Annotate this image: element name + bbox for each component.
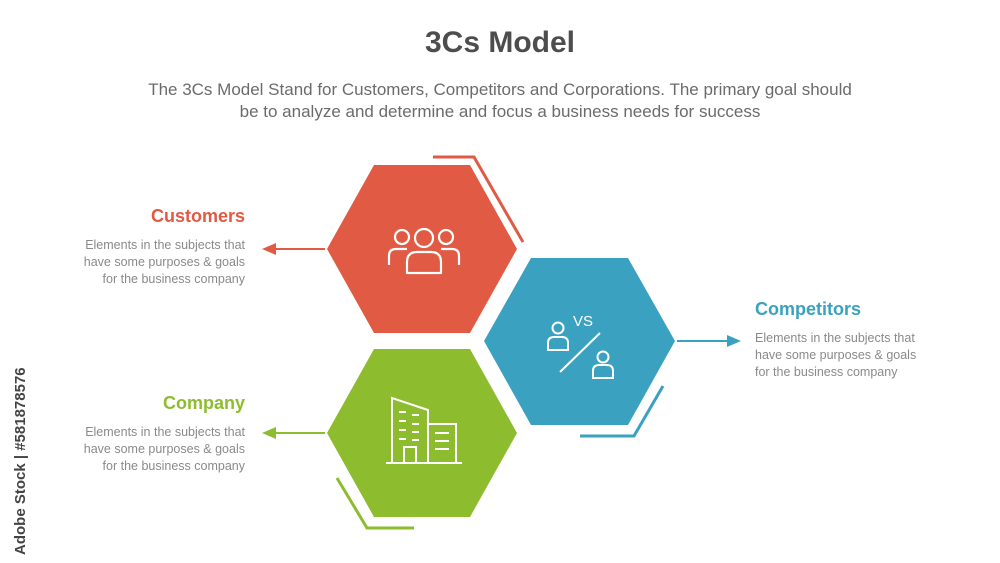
building-icon xyxy=(386,396,462,464)
competitors-arrow xyxy=(677,335,741,347)
company-description: Elements in the subjects that have some … xyxy=(40,424,245,475)
company-desc-line-1: Elements in the subjects that xyxy=(85,425,245,439)
company-title: Company xyxy=(162,393,245,413)
subtitle-line-2: be to analyze and determine and focus a … xyxy=(239,102,761,121)
customers-desc-line-3: for the business company xyxy=(102,272,245,286)
customers-arrow xyxy=(262,243,325,255)
company-arrow xyxy=(262,427,325,439)
page-subtitle: The 3Cs Model Stand for Customers, Compe… xyxy=(80,79,920,123)
competitors-hexagon xyxy=(484,258,675,425)
customers-title: Customers xyxy=(150,206,245,226)
company-desc-line-2: have some purposes & goals xyxy=(83,442,245,456)
stock-watermark: Adobe Stock | #581878576 xyxy=(12,325,32,555)
customers-description: Elements in the subjects that have some … xyxy=(40,237,245,288)
competitors-desc-line-3: for the business company xyxy=(755,365,898,379)
company-desc-line-3: for the business company xyxy=(102,459,245,473)
customers-desc-line-2: have some purposes & goals xyxy=(83,255,245,269)
competitors-description: Elements in the subjects that have some … xyxy=(755,330,975,381)
competitors-accent-line xyxy=(580,385,665,438)
versus-icon: VS xyxy=(547,313,614,379)
subtitle-line-1: The 3Cs Model Stand for Customers, Compe… xyxy=(148,80,852,99)
competitors-desc-line-2: have some purposes & goals xyxy=(755,348,917,362)
competitors-title: Competitors xyxy=(755,299,862,319)
people-group-icon xyxy=(387,227,461,275)
competitors-desc-line-1: Elements in the subjects that xyxy=(755,331,915,345)
customers-desc-line-1: Elements in the subjects that xyxy=(85,238,245,252)
customers-hexagon xyxy=(327,165,517,333)
vs-label: VS xyxy=(573,313,593,330)
page-title: 3Cs Model xyxy=(424,26,576,59)
customers-accent-line xyxy=(433,155,525,243)
stock-watermark-text: Adobe Stock | #581878576 xyxy=(12,367,29,555)
company-accent-line xyxy=(335,477,414,530)
company-hexagon xyxy=(327,349,517,517)
